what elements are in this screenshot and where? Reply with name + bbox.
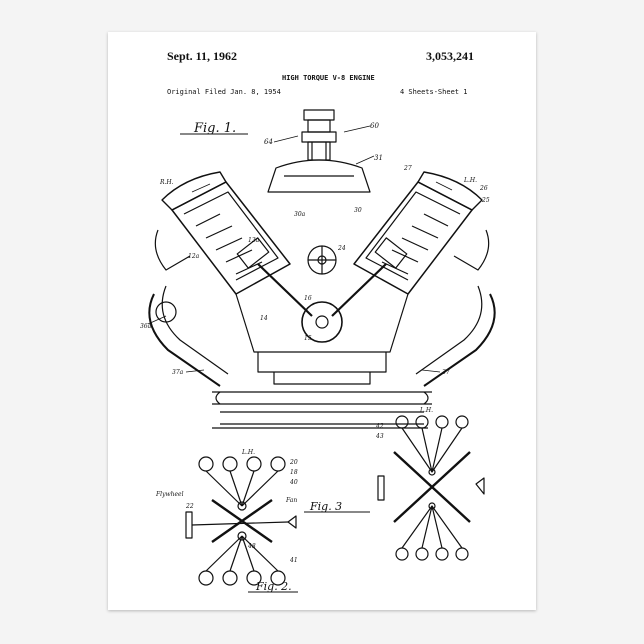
fig3-crank-diagram xyxy=(377,415,485,561)
filing-date: Original Filed Jan. 8, 1954 xyxy=(167,88,281,96)
label-64: 64 xyxy=(264,138,273,146)
label-60: 60 xyxy=(370,122,379,130)
patent-title: HIGH TORQUE V-8 ENGINE xyxy=(282,74,375,82)
label-flywheel: Flywheel xyxy=(155,491,184,498)
patent-number: 3,053,241 xyxy=(426,49,474,63)
label-43: 43 xyxy=(375,433,384,440)
label-25: 25 xyxy=(481,197,490,204)
fig3-caption: Fig. 3 xyxy=(309,500,342,513)
label-12a: 12a xyxy=(188,253,200,260)
label-42: 42 xyxy=(375,423,384,430)
fig2-crank-diagram xyxy=(185,456,297,586)
label-lh-fig2: L.H. xyxy=(241,449,255,456)
label-20: 20 xyxy=(289,459,298,466)
label-lh-fig3: L.H. xyxy=(419,407,433,414)
label-14: 14 xyxy=(260,315,268,322)
label-15: 15 xyxy=(304,335,312,342)
engine-drawing: Fig. 1. Fig. 3 Fig. 2. R.H. L.H. 60 64 3… xyxy=(140,109,496,593)
label-24: 24 xyxy=(337,245,346,252)
label-37a: 37a xyxy=(172,369,184,376)
label-27: 27 xyxy=(403,165,412,172)
label-36a: 36a xyxy=(140,323,152,330)
label-16: 16 xyxy=(304,295,312,302)
label-13a: 13a xyxy=(248,237,260,244)
label-rh: R.H. xyxy=(159,179,174,186)
label-48: 48 xyxy=(247,543,256,550)
label-41: 41 xyxy=(289,557,298,564)
label-fan: Fan xyxy=(285,497,297,504)
label-37: 37 xyxy=(442,369,450,376)
patent-date: Sept. 11, 1962 xyxy=(167,49,238,63)
label-lh: L.H. xyxy=(463,177,477,184)
label-26: 26 xyxy=(479,185,488,192)
fig2-caption: Fig. 2. xyxy=(255,580,292,593)
label-30: 30 xyxy=(354,207,362,214)
label-18: 18 xyxy=(290,469,298,476)
label-40: 40 xyxy=(289,479,298,486)
sheet-count: 4 Sheets-Sheet 1 xyxy=(400,88,468,96)
label-31: 31 xyxy=(374,154,383,162)
fig1-caption: Fig. 1. xyxy=(193,121,236,136)
label-22: 22 xyxy=(185,503,194,510)
label-30a: 30a xyxy=(294,211,306,218)
fig1-engine-section xyxy=(147,109,496,429)
patent-sheet: Sept. 11, 1962 3,053,241 HIGH TORQUE V-8… xyxy=(108,32,536,610)
